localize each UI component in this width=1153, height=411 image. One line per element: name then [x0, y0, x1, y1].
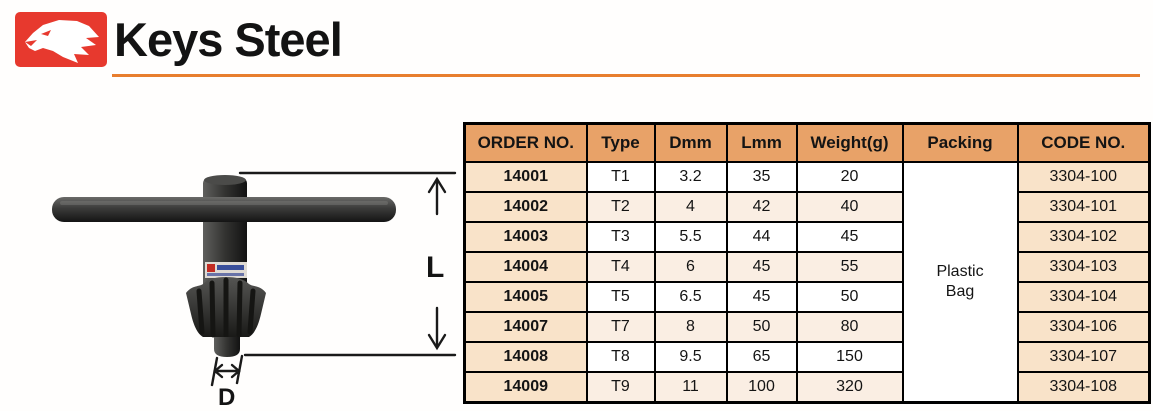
cell-code-no: 3304-102	[1016, 221, 1151, 253]
length-label: L	[426, 251, 444, 284]
cell-lmm: 44	[725, 221, 798, 253]
cell-order-no: 14004	[463, 251, 588, 283]
cell-dmm: 9.5	[653, 341, 728, 373]
col-header-weight: Weight(g)	[795, 122, 904, 163]
table-row: 14001 T1 3.2 35 20 Plastic Bag 3304-100	[463, 161, 1151, 404]
pilot-pin	[214, 337, 240, 357]
cell-order-no: 14005	[463, 281, 588, 313]
table-row: 14002 T2 4 42 40 3304-101	[463, 191, 1151, 223]
col-header-dmm: Dmm	[653, 122, 728, 163]
cell-type: T2	[585, 191, 656, 223]
eagle-icon	[25, 20, 99, 63]
cell-code-no: 3304-103	[1016, 251, 1151, 283]
cell-lmm: 42	[725, 191, 798, 223]
col-header-order-no: ORDER NO.	[463, 122, 588, 163]
dimension-l-annotation	[238, 171, 457, 357]
cell-weight: 150	[795, 341, 904, 373]
cell-code-no: 3304-104	[1016, 281, 1151, 313]
cell-order-no: 14009	[463, 371, 588, 404]
table-row: 14008 T8 9.5 65 150 3304-107	[463, 341, 1151, 373]
cell-order-no: 14007	[463, 311, 588, 343]
cell-lmm: 45	[725, 251, 798, 283]
cell-code-no: 3304-106	[1016, 311, 1151, 343]
cell-weight: 45	[795, 221, 904, 253]
cell-type: T4	[585, 251, 656, 283]
spec-table: ORDER NO. Type Dmm Lmm Weight(g) Packing…	[463, 122, 1151, 404]
cell-weight: 320	[795, 371, 904, 404]
table-header-row: ORDER NO. Type Dmm Lmm Weight(g) Packing…	[463, 122, 1151, 163]
brand-sticker	[205, 262, 247, 278]
brand-logo	[15, 12, 107, 67]
cell-type: T7	[585, 311, 656, 343]
table-row: 14004 T4 6 45 55 3304-103	[463, 251, 1151, 283]
col-header-code-no: CODE NO.	[1016, 122, 1151, 163]
cell-weight: 40	[795, 191, 904, 223]
cell-weight: 80	[795, 311, 904, 343]
cell-lmm: 45	[725, 281, 798, 313]
col-header-lmm: Lmm	[725, 122, 798, 163]
cell-code-no: 3304-107	[1016, 341, 1151, 373]
cell-order-no: 14008	[463, 341, 588, 373]
dimension-d-annotation	[210, 354, 244, 387]
page-title: Keys Steel	[114, 13, 343, 66]
cell-lmm: 50	[725, 311, 798, 343]
cell-dmm: 4	[653, 191, 728, 223]
cell-dmm: 6	[653, 251, 728, 283]
cell-type: T5	[585, 281, 656, 313]
down-arrow-icon	[427, 306, 447, 351]
cell-dmm: 11	[653, 371, 728, 404]
cell-order-no: 14002	[463, 191, 588, 223]
cell-weight: 20	[795, 161, 904, 193]
table-row: 14007 T7 8 50 80 3304-106	[463, 311, 1151, 343]
col-header-type: Type	[585, 122, 656, 163]
chuck-key-photo: L D	[52, 171, 457, 411]
cell-order-no: 14003	[463, 221, 588, 253]
table-row: 14009 T9 11 100 320 3304-108	[463, 371, 1151, 404]
cell-code-no: 3304-108	[1016, 371, 1151, 404]
cell-code-no: 3304-100	[1016, 161, 1151, 193]
cell-lmm: 35	[725, 161, 798, 193]
cell-lmm: 65	[725, 341, 798, 373]
cell-dmm: 8	[653, 311, 728, 343]
cell-type: T3	[585, 221, 656, 253]
cell-order-no: 14001	[463, 161, 588, 193]
cell-weight: 50	[795, 281, 904, 313]
up-arrow-icon	[427, 176, 447, 216]
table-row: 14003 T3 5.5 44 45 3304-102	[463, 221, 1151, 253]
width-arrow-icon	[213, 363, 241, 379]
handle-bar	[52, 197, 396, 222]
cell-type: T9	[585, 371, 656, 404]
cell-type: T8	[585, 341, 656, 373]
diameter-label: D	[218, 384, 235, 411]
cell-dmm: 6.5	[653, 281, 728, 313]
bevel-gear	[186, 277, 266, 339]
cell-lmm: 100	[725, 371, 798, 404]
cell-packing: Plastic Bag	[901, 161, 1019, 404]
cell-type: T1	[585, 161, 656, 193]
table-row: 14005 T5 6.5 45 50 3304-104	[463, 281, 1151, 313]
cell-dmm: 5.5	[653, 221, 728, 253]
col-header-packing: Packing	[901, 122, 1019, 163]
cell-dmm: 3.2	[653, 161, 728, 193]
cell-weight: 55	[795, 251, 904, 283]
title-underline	[112, 74, 1140, 77]
cell-code-no: 3304-101	[1016, 191, 1151, 223]
